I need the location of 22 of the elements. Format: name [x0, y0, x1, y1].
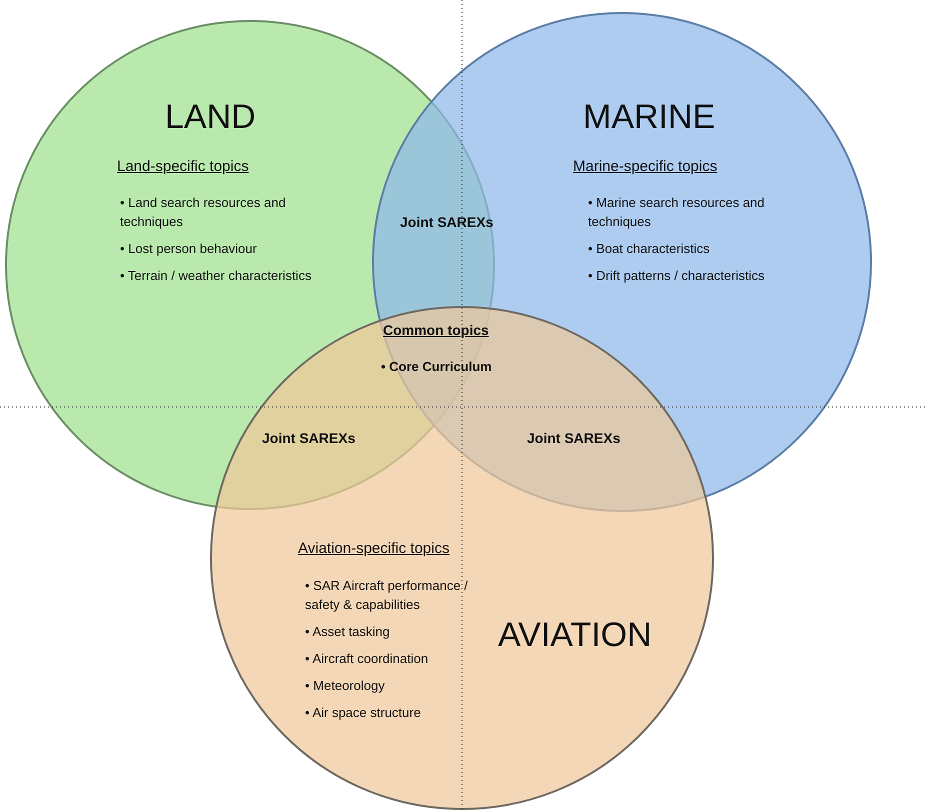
- bullet-item: • Boat characteristics: [588, 240, 711, 258]
- bullet-item: • Aircraft coordination: [305, 650, 430, 668]
- bullet-item: • Land search resources and techniques: [120, 194, 287, 231]
- topic-heading: Marine-specific topics: [573, 158, 718, 175]
- bullet-item: • Air space structure: [305, 704, 422, 722]
- topic-heading: Land-specific topics: [117, 158, 249, 175]
- bullet-item: • Meteorology: [305, 677, 386, 695]
- bullet-item: • Core Curriculum: [381, 359, 492, 374]
- bullet-item: • SAR Aircraft performance / safety & capabilities: [305, 577, 469, 614]
- circle-title: AVIATION: [498, 616, 652, 655]
- circle-title: LAND: [165, 98, 256, 137]
- overlap-label: Joint SAREXs: [400, 214, 494, 230]
- bullet-item: • Drift patterns / characteristics: [588, 267, 766, 285]
- bullet-item: • Lost person behaviour: [120, 240, 258, 258]
- topic-heading: Common topics: [383, 322, 489, 338]
- bullet-item: • Asset tasking: [305, 623, 391, 641]
- overlap-label: Joint SAREXs: [527, 430, 620, 446]
- bullet-item: • Terrain / weather characteristics: [120, 267, 312, 285]
- bullet-item: • Marine search resources and techniques: [588, 194, 766, 231]
- topic-heading: Aviation-specific topics: [298, 540, 450, 557]
- overlap-label: Joint SAREXs: [262, 430, 356, 446]
- circle-title: MARINE: [583, 98, 716, 137]
